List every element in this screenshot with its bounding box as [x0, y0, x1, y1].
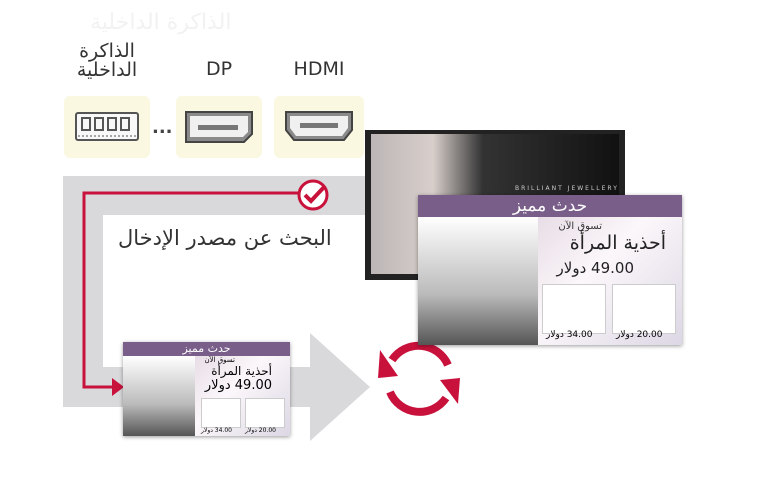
product-thumb [201, 398, 241, 428]
source-label-internal-memory: الذاكرة الداخلية [76, 40, 138, 81]
promo-card-large: حدث مميز تسوق الآن أحذية المرأة 49.00 دو… [418, 195, 682, 345]
shoe-image [418, 217, 538, 345]
promo-subtitle: تسوق الآن [558, 221, 602, 232]
promo-heading: أحذية المرأة [211, 364, 272, 378]
promo-price: 49.00 دولار [556, 259, 634, 277]
product-thumb [612, 284, 676, 334]
monitor-caption: BRILLIANT JEWELLERY [515, 185, 619, 192]
hdmi-icon [285, 111, 353, 141]
product-price: 20.00 دولار [616, 330, 663, 340]
product-price: 34.00 دولار [546, 330, 593, 340]
sync-icon [386, 341, 452, 416]
source-label-dp: DP [205, 58, 233, 80]
check-circle-icon [297, 179, 329, 211]
search-input-source-label: البحث عن مصدر الإدخال [118, 226, 332, 250]
product-price: 34.00 دولار [201, 427, 232, 434]
promo-subtitle: تسوق الآن [204, 356, 235, 364]
promo-title: حدث مميز [418, 195, 682, 217]
shoe-image [123, 356, 195, 436]
hdmi-source-tile [274, 96, 364, 158]
red-flow-line [82, 191, 300, 389]
source-label-hdmi: HDMI [293, 58, 345, 80]
displayport-icon [185, 111, 253, 143]
red-arrowhead-icon [112, 378, 124, 396]
promo-price: 49.00 دولار [204, 378, 272, 393]
promo-title: حدث مميز [123, 342, 290, 356]
product-price: 20.00 دولار [245, 427, 276, 434]
dp-source-tile [176, 96, 262, 158]
promo-heading: أحذية المرأة [569, 232, 666, 254]
product-thumb [542, 284, 606, 334]
memory-source-tile [64, 96, 150, 158]
promo-card-small: حدث مميز تسوق الآن أحذية المرأة 49.00 دو… [123, 342, 290, 436]
watermark-text: الذاكرة الداخلية [90, 10, 232, 35]
product-thumb [245, 398, 285, 428]
ellipsis: ... [152, 117, 173, 138]
memory-chip-icon [75, 112, 139, 141]
